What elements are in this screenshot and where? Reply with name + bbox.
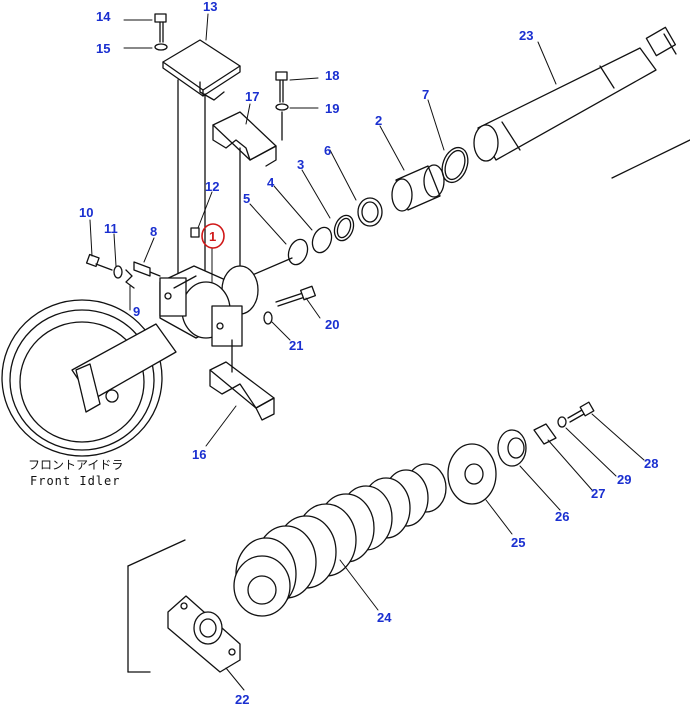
- bracket-22: [167, 595, 241, 673]
- callout-17: 17: [245, 89, 260, 104]
- highlight-circle: [201, 223, 225, 249]
- fitting-8: [133, 261, 161, 277]
- lock-plate-27: [533, 423, 557, 445]
- callout-6: 6: [324, 143, 332, 158]
- frame-line-top-right: [611, 139, 690, 179]
- callout-13: 13: [203, 0, 218, 14]
- nut-26: [497, 429, 527, 467]
- callout-27: 27: [591, 486, 606, 501]
- callout-16: 16: [192, 447, 207, 462]
- bushing-2: [391, 164, 445, 212]
- callout-28: 28: [644, 456, 659, 471]
- callout-5: 5: [243, 191, 251, 206]
- bolt-28: [567, 401, 595, 423]
- washer-15: [154, 43, 168, 51]
- callout-29: 29: [617, 472, 632, 487]
- ring-3: [333, 214, 355, 242]
- callout-8: 8: [150, 224, 158, 239]
- bearing-housing-1: [159, 265, 259, 347]
- callout-9: 9: [133, 304, 141, 319]
- shaft-23: [473, 26, 677, 162]
- snap-ring-7: [441, 146, 469, 184]
- callout-25: 25: [511, 535, 526, 550]
- callout-2: 2: [375, 113, 383, 128]
- washer-11: [113, 265, 123, 279]
- callout-14: 14: [96, 9, 111, 24]
- callout-26: 26: [555, 509, 570, 524]
- plug-12: [190, 227, 200, 238]
- oring-4: [311, 226, 333, 254]
- ring-5: [287, 238, 309, 266]
- callout-24: 24: [377, 610, 392, 625]
- callout-18: 18: [325, 68, 340, 83]
- cap-17: [212, 111, 277, 281]
- bolt-10: [85, 253, 113, 271]
- callout-20: 20: [325, 317, 340, 332]
- callout-1: 1: [209, 229, 217, 244]
- clip-9: [125, 269, 135, 289]
- callout-19: 19: [325, 101, 340, 116]
- disk-25: [447, 443, 497, 505]
- washer-21: [263, 311, 273, 325]
- callout-15: 15: [96, 41, 111, 56]
- plate-13: [162, 39, 241, 101]
- bolt-18: [275, 71, 288, 103]
- callout-4: 4: [267, 175, 275, 190]
- caption-english: Front Idler: [30, 474, 121, 488]
- recoil-spring-24: [233, 463, 447, 617]
- washer-19: [275, 103, 289, 111]
- bolt-14: [154, 13, 167, 43]
- callout-12: 12: [205, 179, 220, 194]
- callout-7: 7: [422, 87, 430, 102]
- front-idler-wheel: [1, 299, 177, 457]
- callout-11: 11: [104, 221, 118, 236]
- callout-22: 22: [235, 692, 250, 707]
- caption-japanese: フロントアイドラ: [28, 458, 124, 472]
- callout-23: 23: [519, 28, 534, 43]
- bolt-20: [275, 285, 316, 307]
- washer-29: [557, 416, 567, 428]
- cap-16: [209, 339, 275, 421]
- leader-lines: [89, 13, 645, 691]
- callout-10: 10: [79, 205, 94, 220]
- callout-3: 3: [297, 157, 305, 172]
- callout-21: 21: [289, 338, 304, 353]
